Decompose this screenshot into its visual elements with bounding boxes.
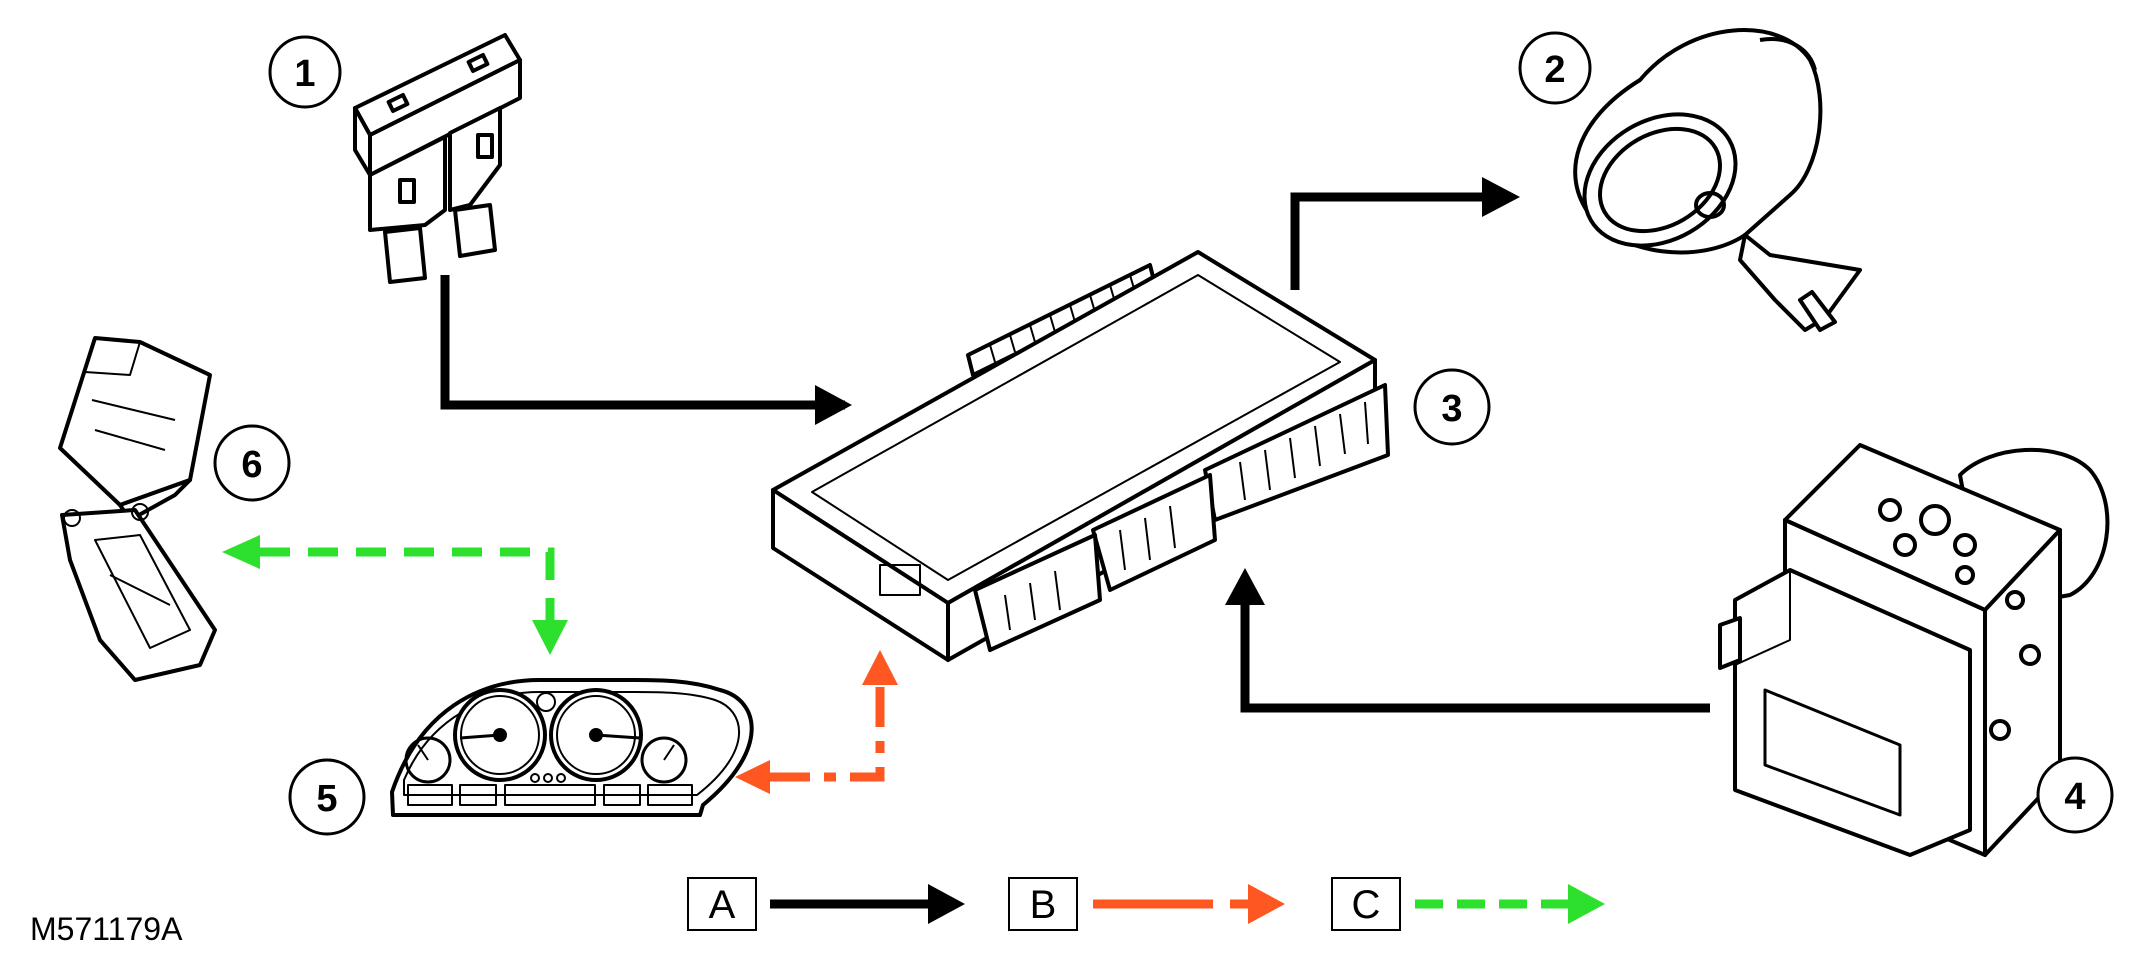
callout-2: 2 [1518, 31, 1592, 105]
diagnostic-connector-component [58, 336, 217, 682]
legend-item-c: C [1331, 877, 1605, 931]
arrowhead-cluster-green-end [532, 620, 568, 655]
callout-1: 1 [268, 35, 342, 109]
legend: A B C [687, 877, 1605, 931]
svg-text:3: 3 [1441, 388, 1462, 430]
control-module-component [771, 250, 1390, 662]
link-connector-to-cluster [260, 547, 555, 620]
svg-text:2: 2 [1544, 49, 1565, 91]
svg-text:C: C [1352, 883, 1381, 927]
link-fuse-to-module [440, 275, 845, 410]
actuator-component [1573, 28, 1862, 332]
arrowhead-module-to-actuator [1482, 177, 1520, 217]
svg-text:5: 5 [316, 778, 337, 820]
svg-text:1: 1 [294, 53, 315, 95]
link-module-to-actuator [1290, 192, 1490, 290]
reference-code: M571179A [30, 911, 183, 947]
callout-4: 4 [2036, 756, 2114, 834]
legend-item-b: B [1008, 877, 1285, 931]
instrument-cluster-component [390, 678, 754, 817]
svg-text:A: A [709, 883, 736, 927]
arrowhead-fuse-to-module [815, 385, 852, 425]
svg-text:4: 4 [2064, 776, 2085, 818]
arrowhead-module-end [862, 650, 898, 685]
arrowhead-cluster-end [735, 760, 770, 794]
svg-text:6: 6 [241, 444, 262, 486]
fuse-component [353, 33, 522, 284]
callout-5: 5 [288, 758, 366, 836]
arrowhead-connector-end [222, 535, 260, 569]
link-cluster-to-module [770, 680, 885, 782]
abs-modulator-component [1718, 443, 2110, 857]
arrowhead-abs-to-module [1225, 568, 1265, 605]
callout-3: 3 [1413, 368, 1491, 446]
svg-text:B: B [1030, 883, 1057, 927]
callout-6: 6 [213, 424, 291, 502]
link-abs-to-module [1240, 605, 1710, 713]
legend-item-a: A [687, 877, 965, 931]
